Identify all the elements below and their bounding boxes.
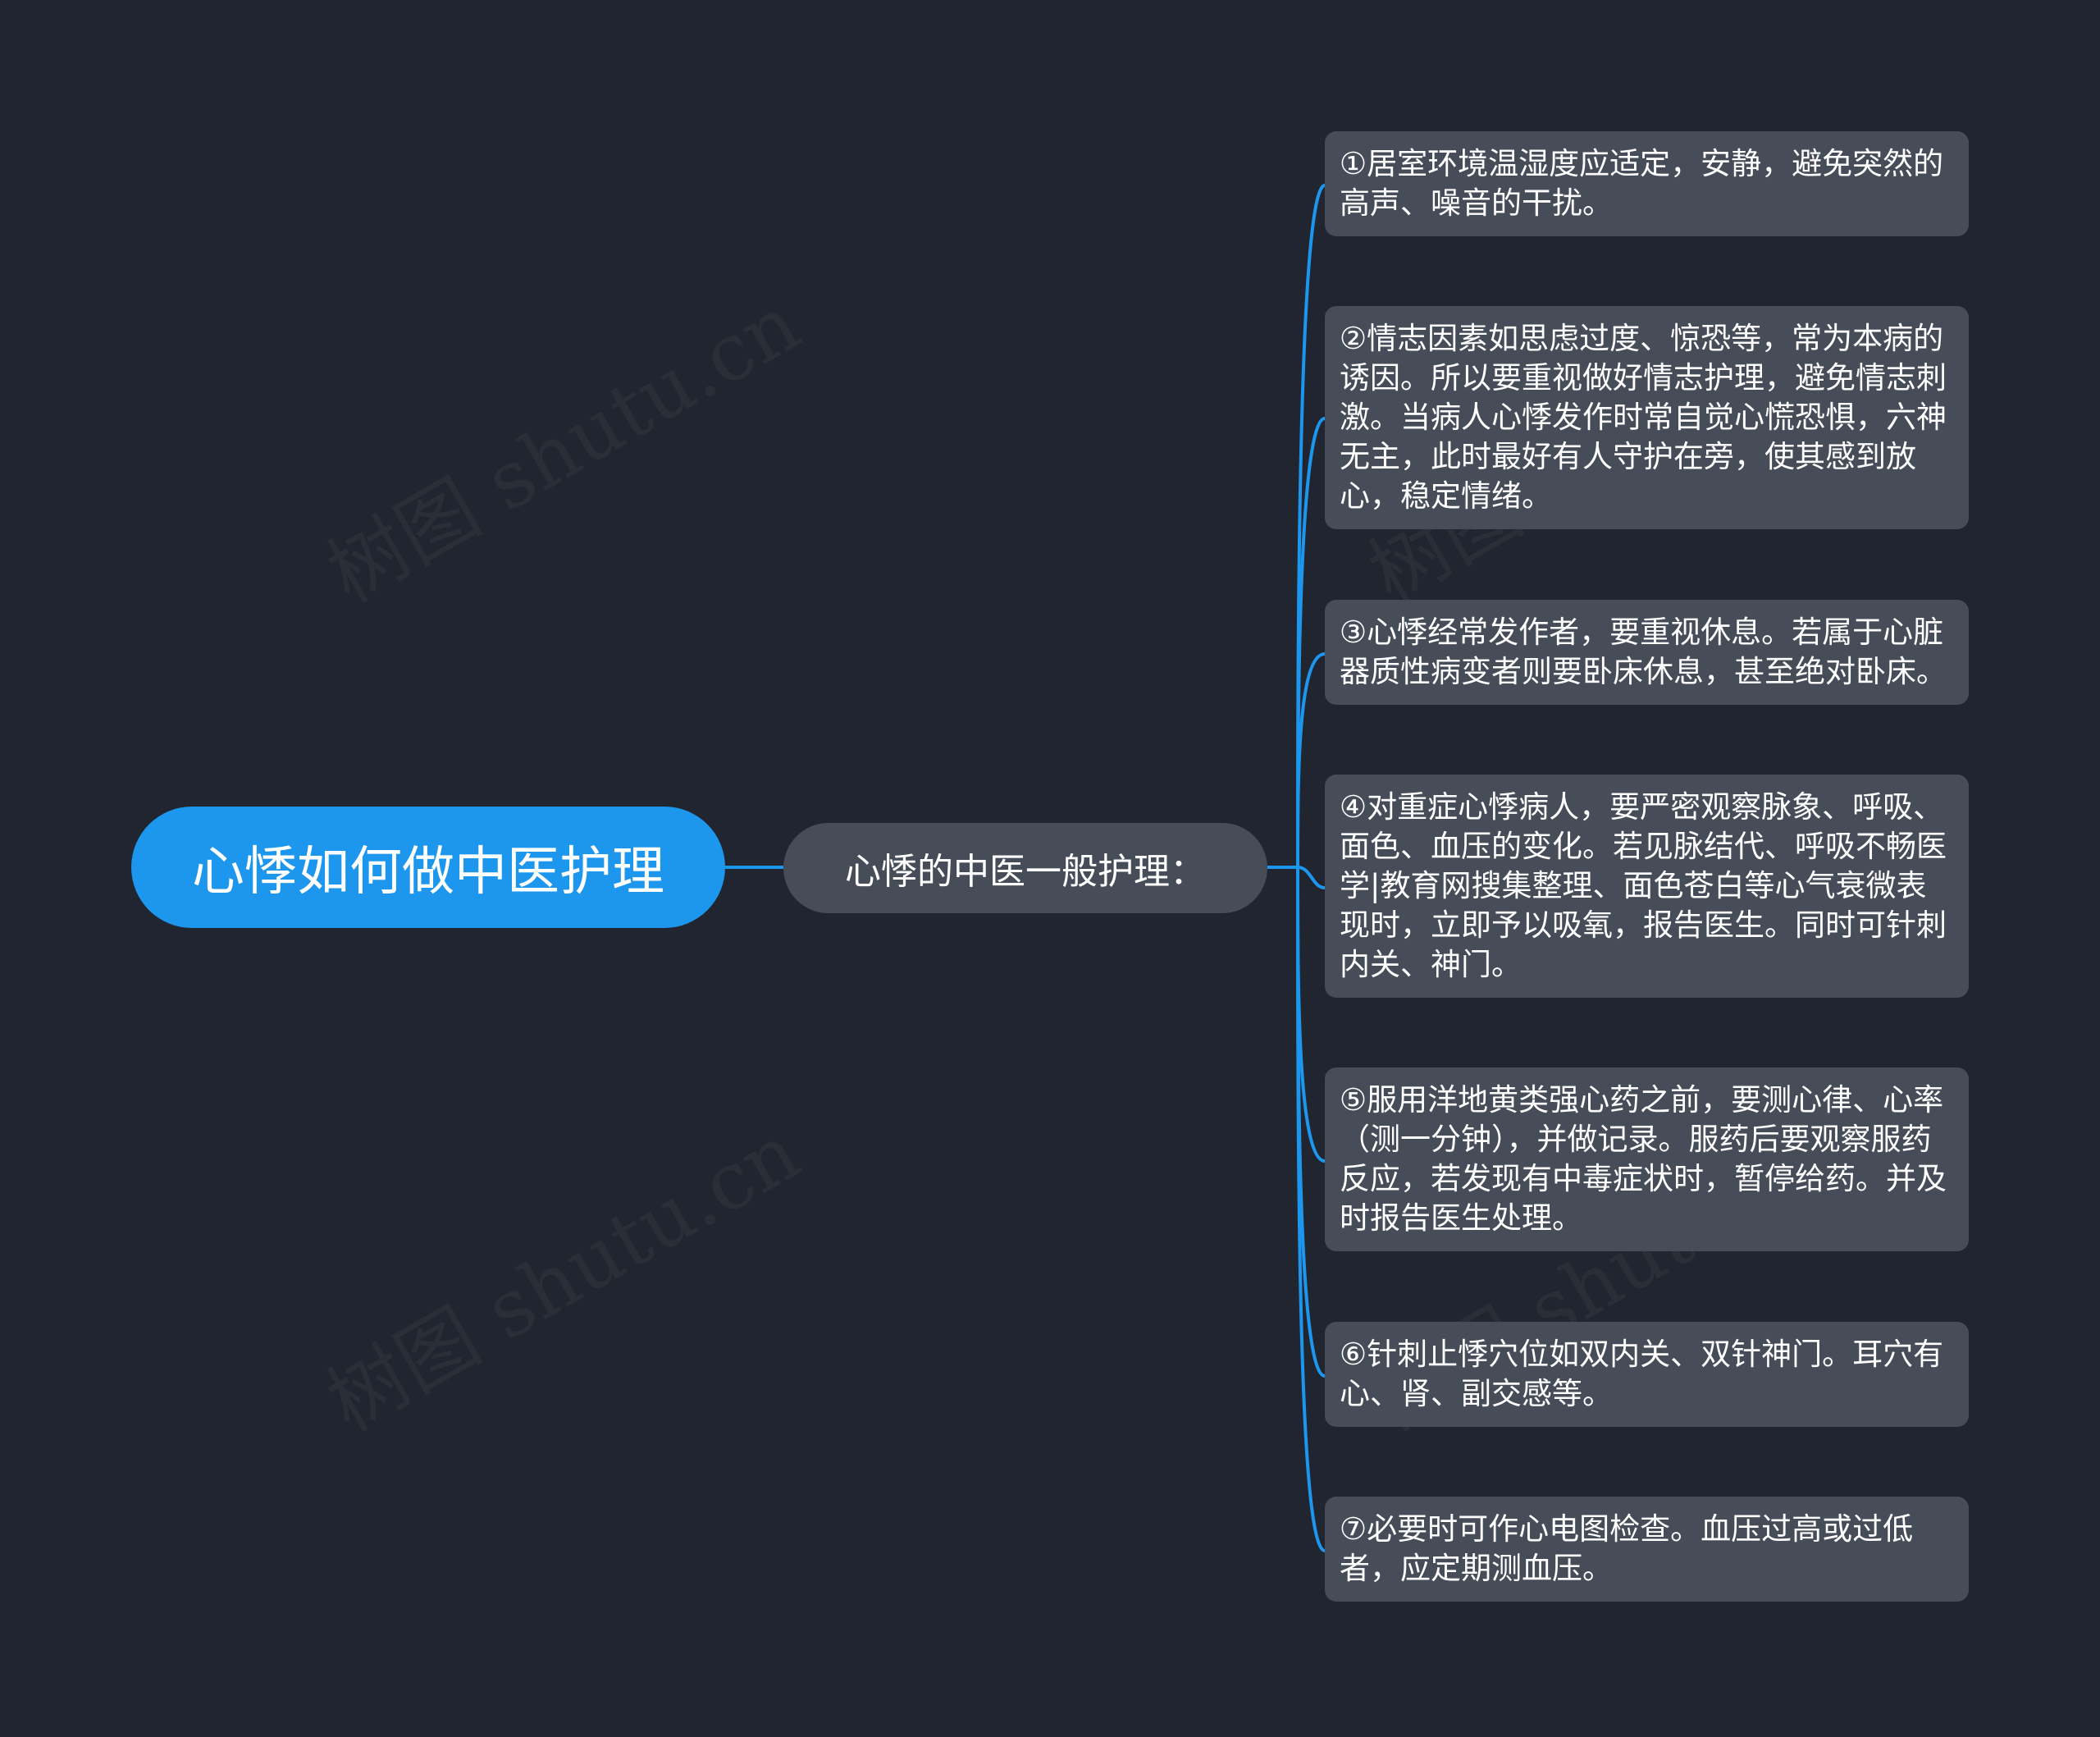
leaf-text: ⑤服用洋地黄类强心药之前，要测心律、心率（测一分钟），并做记录。服药后要观察服药… — [1340, 1082, 1947, 1236]
root-node-label: 心悸如何做中医护理 — [192, 842, 664, 903]
leaf-node-4[interactable]: ④对重症心悸病人，要严密观察脉象、呼吸、面色、血压的变化。若见脉结代、呼吸不畅医… — [1325, 775, 1969, 998]
branch-node-label: 心悸的中医一般护理： — [845, 851, 1206, 893]
leaf-connector-4 — [1297, 866, 1326, 889]
root-node[interactable]: 心悸如何做中医护理 — [131, 807, 725, 928]
leaf-node-7[interactable]: ⑦必要时可作心电图检查。血压过高或过低者，应定期测血压。 — [1325, 1497, 1969, 1602]
leaf-connector-7 — [1296, 866, 1326, 1552]
leaf-text: ④对重症心悸病人，要严密观察脉象、呼吸、面色、血压的变化。若见脉结代、呼吸不畅医… — [1340, 789, 1947, 982]
leaf-node-5[interactable]: ⑤服用洋地黄类强心药之前，要测心律、心率（测一分钟），并做记录。服药后要观察服药… — [1325, 1067, 1969, 1251]
leaf-node-6[interactable]: ⑥针刺止悸穴位如双内关、双针神门。耳穴有心、肾、副交感等。 — [1325, 1322, 1969, 1427]
branch-node[interactable]: 心悸的中医一般护理： — [783, 823, 1267, 913]
leaf-text: ②情志因素如思虑过度、惊恐等，常为本病的诱因。所以要重视做好情志护理，避免情志刺… — [1340, 321, 1947, 514]
leaf-text: ⑦必要时可作心电图检查。血压过高或过低者，应定期测血压。 — [1340, 1511, 1914, 1586]
leaf-node-3[interactable]: ③心悸经常发作者，要重视休息。若属于心脏器质性病变者则要卧床休息，甚至绝对卧床。 — [1325, 600, 1969, 705]
leaf-text: ⑥针刺止悸穴位如双内关、双针神门。耳穴有心、肾、副交感等。 — [1340, 1337, 1944, 1411]
leaf-text: ①居室环境温湿度应适定，安静，避免突然的高声、噪音的干扰。 — [1340, 146, 1944, 221]
leaf-node-2[interactable]: ②情志因素如思虑过度、惊恐等，常为本病的诱因。所以要重视做好情志护理，避免情志刺… — [1325, 306, 1969, 529]
leaf-connector-5 — [1296, 866, 1326, 1163]
leaf-connector-1 — [1296, 184, 1326, 868]
leaf-connector-3 — [1296, 652, 1326, 868]
leaf-node-1[interactable]: ①居室环境温湿度应适定，安静，避免突然的高声、噪音的干扰。 — [1325, 131, 1969, 236]
leaf-text: ③心悸经常发作者，要重视休息。若属于心脏器质性病变者则要卧床休息，甚至绝对卧床。 — [1340, 615, 1947, 689]
